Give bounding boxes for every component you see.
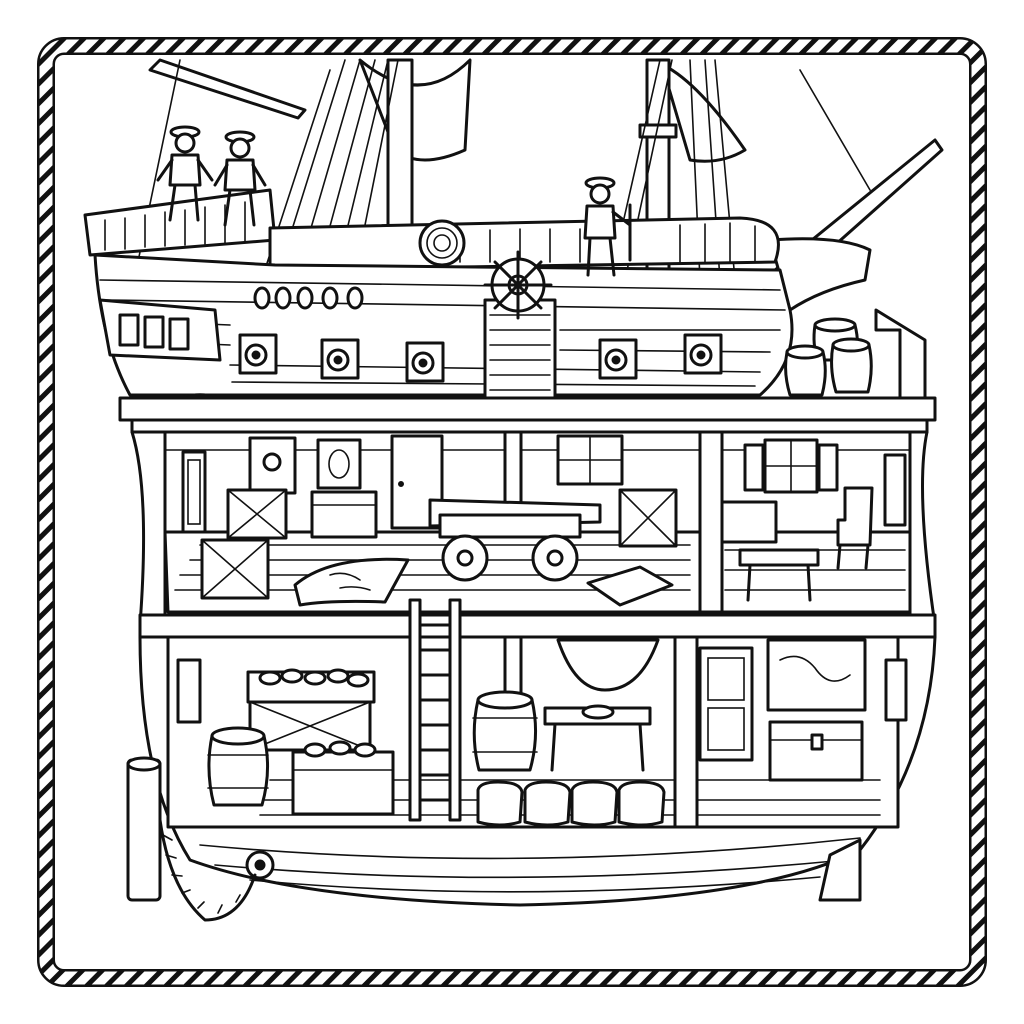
upper-ship xyxy=(83,58,944,414)
sailor-figure-2 xyxy=(213,130,267,227)
top-deck-floor xyxy=(118,396,937,422)
navigation-table xyxy=(543,704,652,772)
cannon-ports xyxy=(238,333,723,383)
deck-railing xyxy=(268,216,780,272)
middle-deck xyxy=(130,430,937,627)
treasure-tray xyxy=(586,565,674,607)
cannon-icon xyxy=(428,498,602,582)
cabin-table xyxy=(738,548,820,567)
yard-arm xyxy=(148,58,307,120)
ship-wheel-icon xyxy=(483,250,553,320)
rigging xyxy=(129,59,871,301)
rope-border xyxy=(37,37,987,987)
sailor-figure-1 xyxy=(156,125,214,222)
stern-windows xyxy=(98,298,222,362)
ladder xyxy=(408,598,462,822)
rope-coil-icon xyxy=(418,219,466,267)
map-scroll xyxy=(293,557,410,607)
chest-middle xyxy=(310,490,378,539)
deck-stairs xyxy=(483,298,557,412)
middle-deck-floor xyxy=(138,613,937,639)
chest-lower xyxy=(768,720,864,782)
deck-barrels xyxy=(784,317,873,397)
grain-sacks xyxy=(476,780,666,827)
cabin-chest xyxy=(720,500,778,544)
stern-railing xyxy=(83,188,277,257)
sailor-figure-3 xyxy=(583,176,632,277)
hammock xyxy=(556,638,660,692)
hold-barrels xyxy=(207,690,538,807)
anchor-chain xyxy=(126,756,275,922)
lower-deck xyxy=(138,598,937,907)
portrait-frame xyxy=(316,438,362,490)
treasure-chest xyxy=(291,740,395,816)
treasure-crate xyxy=(246,668,376,752)
rigging-blocks xyxy=(253,286,364,310)
cabin-chair xyxy=(836,486,874,547)
crates-middle xyxy=(200,488,678,600)
